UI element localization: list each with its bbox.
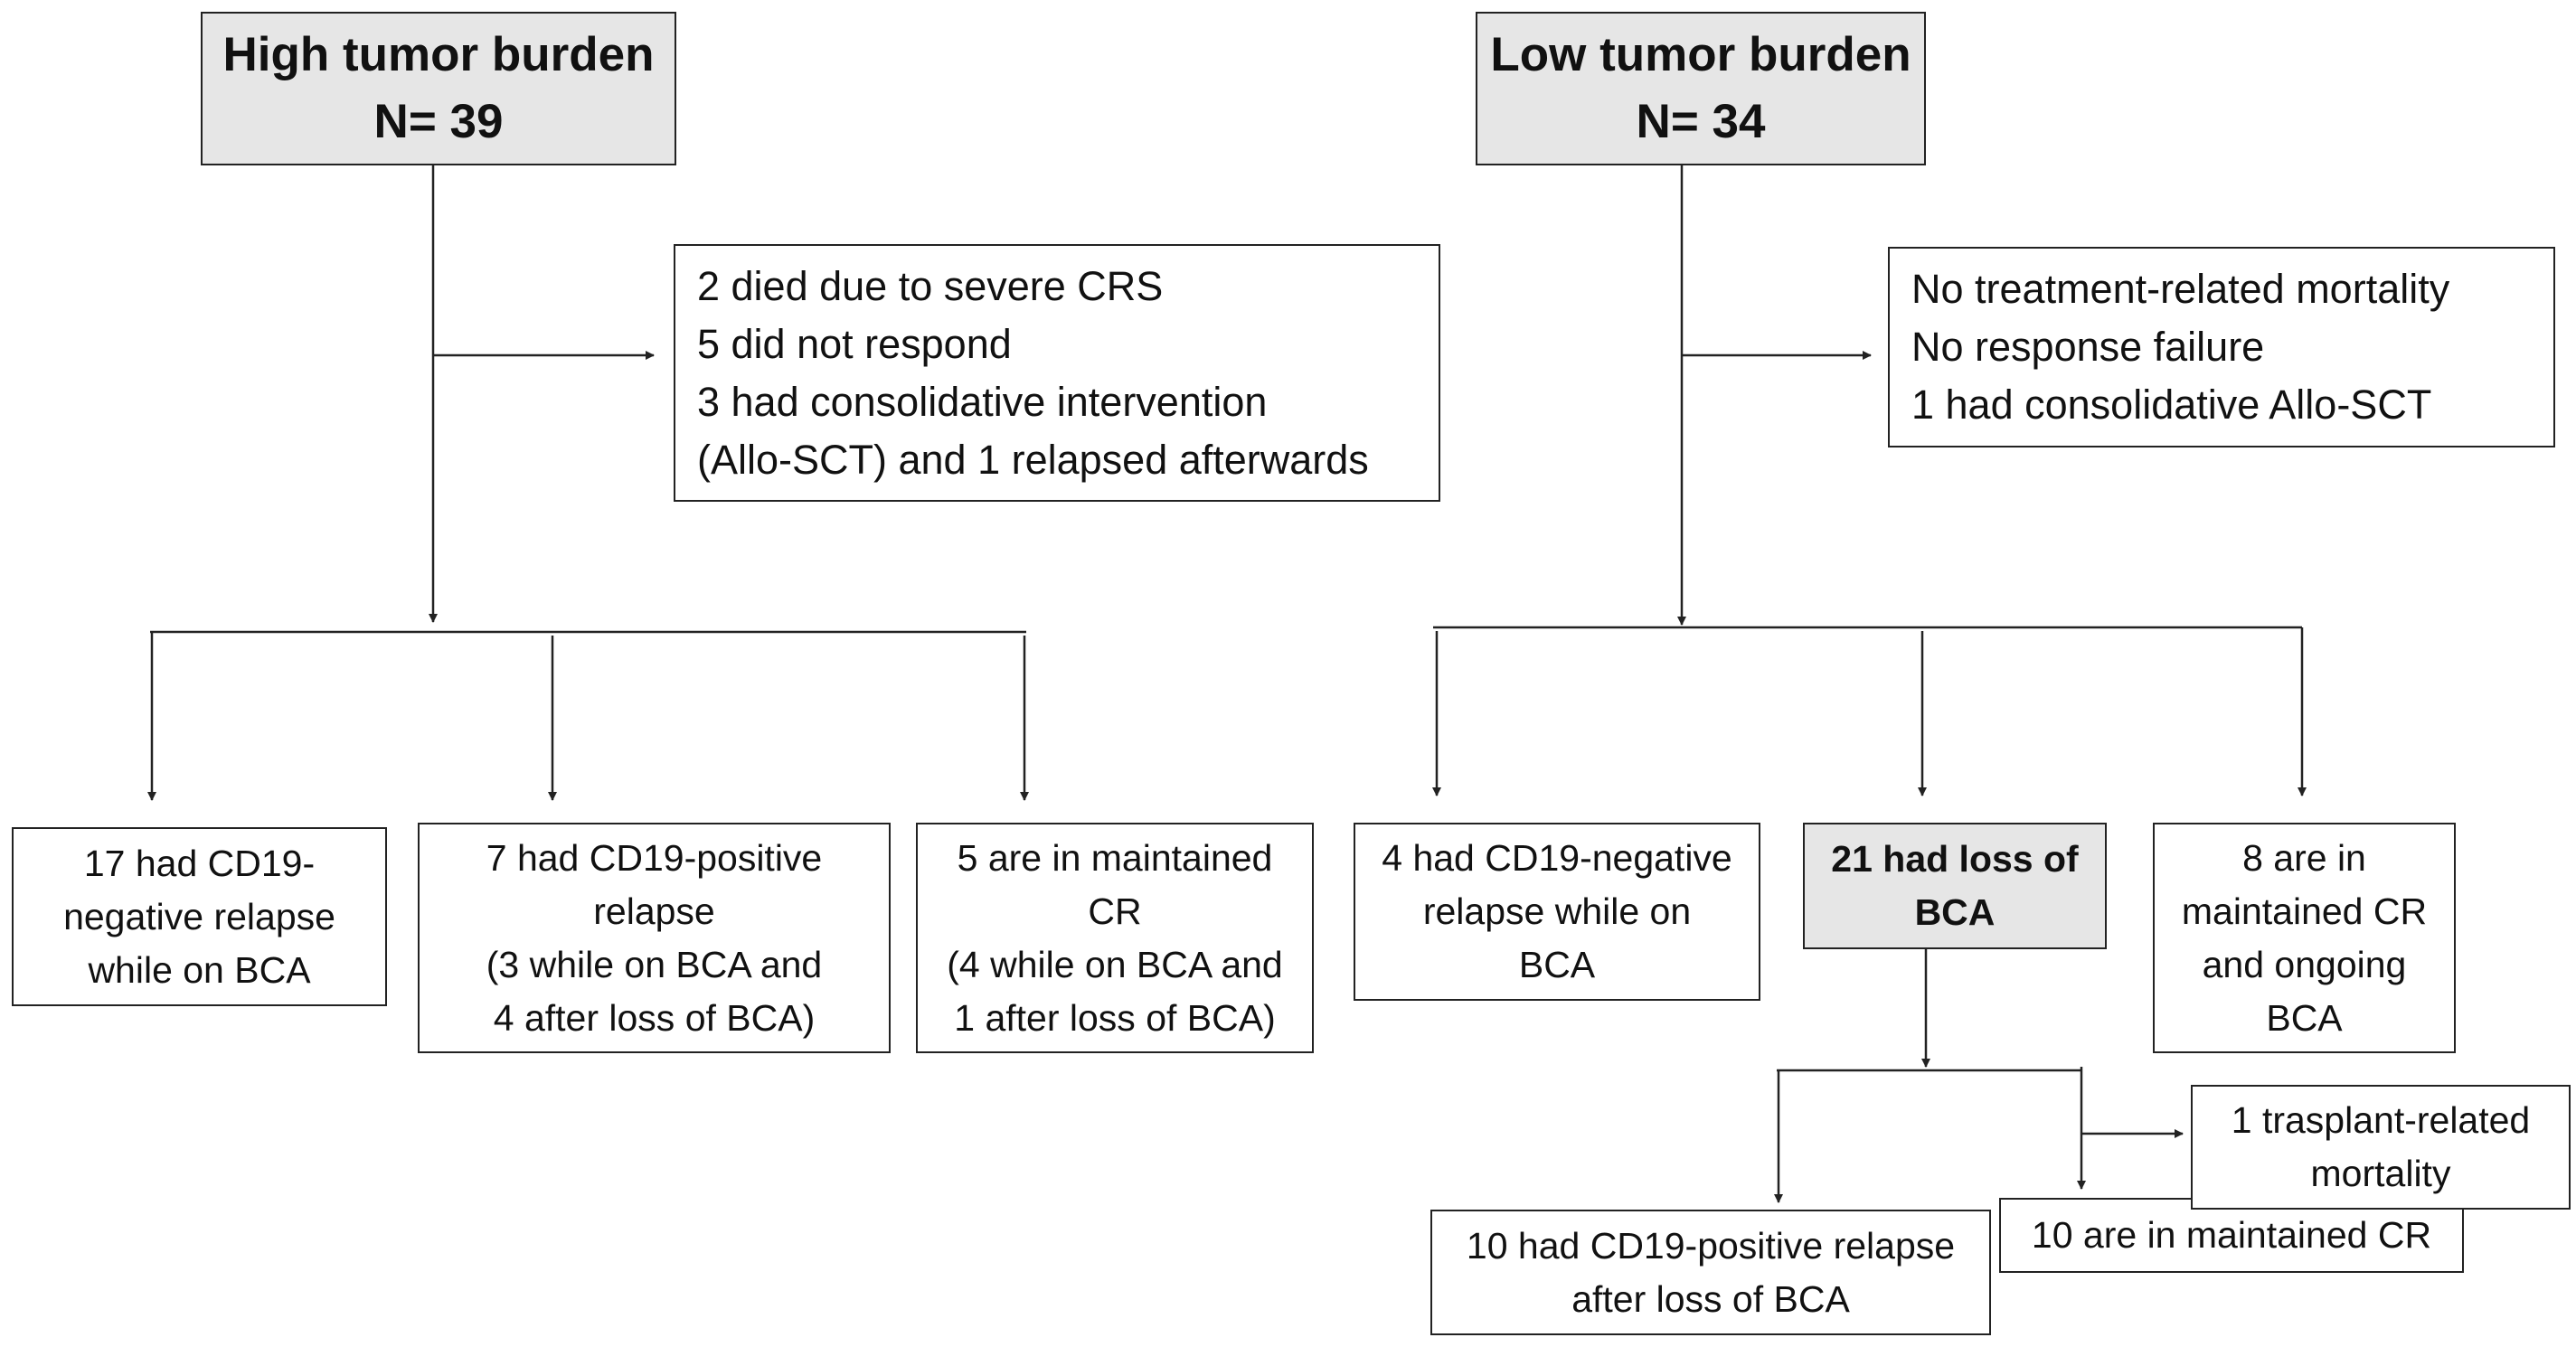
low-outcome-cd19-negative: 4 had CD19-negative relapse while on BCA (1354, 823, 1760, 1001)
low-burden-side-note: No treatment-related mortality No respon… (1888, 247, 2555, 447)
high-outcome-maintained-cr: 5 are in maintained CR (4 while on BCA a… (916, 823, 1314, 1053)
transplant-related-mortality: 1 trasplant-related mortality (2191, 1085, 2571, 1210)
high-burden-title: High tumor burden (222, 28, 655, 81)
high-burden-header: High tumor burden N= 39 (201, 12, 676, 165)
bca-loss-cd19-positive-relapse: 10 had CD19-positive relapse after loss … (1430, 1210, 1991, 1335)
low-burden-header: Low tumor burden N= 34 (1476, 12, 1926, 165)
high-outcome-cd19-negative: 17 had CD19- negative relapse while on B… (12, 827, 387, 1006)
high-outcome-cd19-positive: 7 had CD19-positive relapse (3 while on … (418, 823, 891, 1053)
high-burden-count: N= 39 (373, 95, 504, 148)
low-burden-count: N= 34 (1636, 95, 1766, 148)
low-outcome-maintained-cr: 8 are in maintained CR and ongoing BCA (2153, 823, 2456, 1053)
low-burden-title: Low tumor burden (1490, 28, 1911, 81)
high-burden-side-note: 2 died due to severe CRS 5 did not respo… (674, 244, 1440, 502)
low-outcome-bca-loss: 21 had loss of BCA (1803, 823, 2107, 949)
